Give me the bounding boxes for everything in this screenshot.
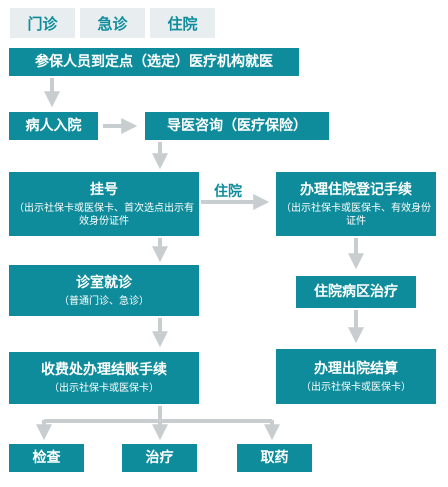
node-ward: 住院病区治疗 [296,276,416,308]
node-billing: 收费处办理结账手续 （出示社保卡或医保卡） [9,352,199,404]
node-consult: 诊室就诊 （普通门诊、急诊） [9,265,199,316]
tab-inpatient[interactable]: 住院 [150,8,215,38]
tab-emergency[interactable]: 急诊 [80,8,145,38]
node-medicine: 取药 [237,444,312,472]
node-inpatient-registration: 办理住院登记手续 （出示社保卡或医保卡、有效身份证件 [276,172,436,236]
node-admit: 病人入院 [9,112,98,140]
edge-label-hospitalize: 住院 [214,184,242,200]
node-treat: 治疗 [122,444,197,472]
node-start: 参保人员到定点（选定）医疗机构就医 [9,48,299,76]
node-discharge: 办理出院结算 （出示社保卡或医保卡） [276,349,436,404]
node-exam: 检查 [9,444,84,472]
node-register: 挂号 （出示社保卡或医保卡、首次选点出示有效身份证件 [9,172,199,236]
node-guide: 导医咨询（医疗保险） [145,112,329,140]
tab-outpatient[interactable]: 门诊 [10,8,75,38]
